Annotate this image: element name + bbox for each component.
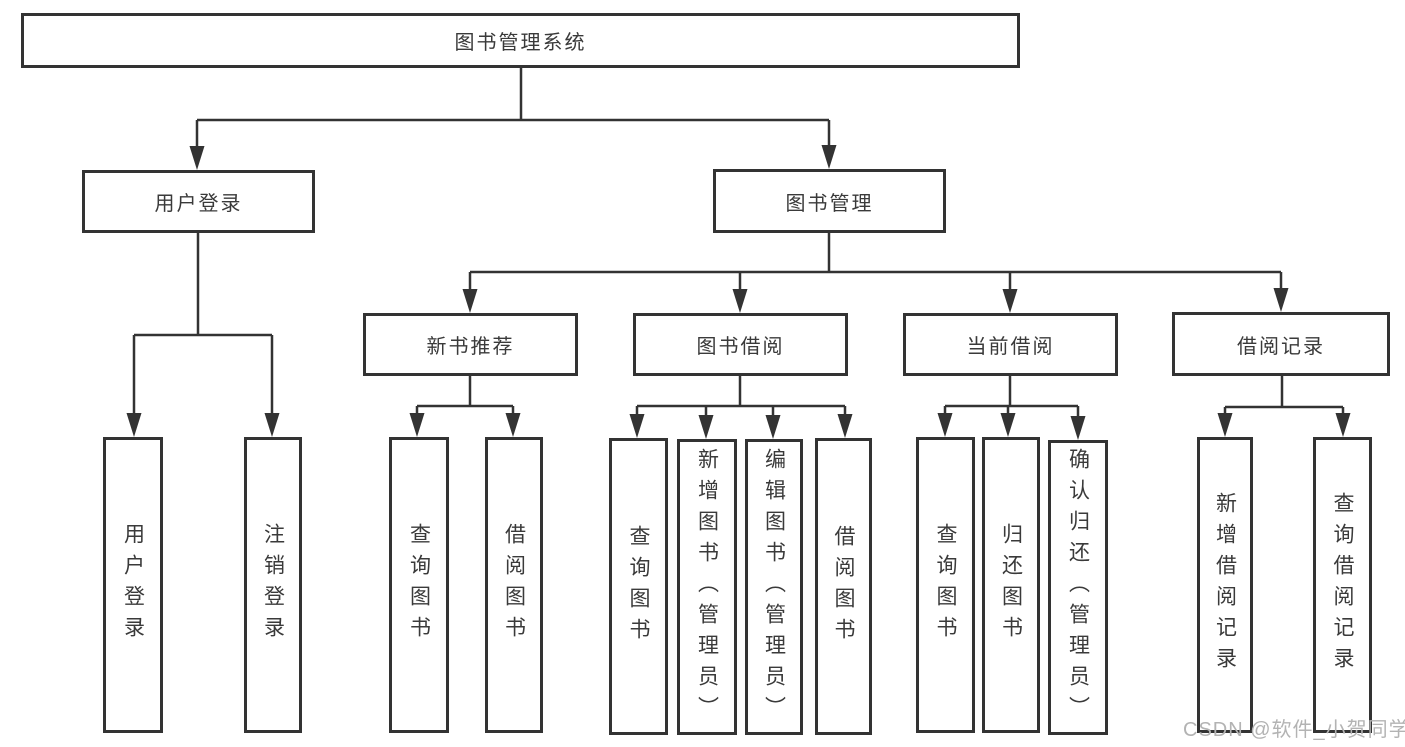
leaf-current-return-books-label: 归还图书 [999,523,1023,647]
leaf-records-query-borrow-record: 查询借阅记录 [1313,437,1372,733]
leaf-current-confirm-return-admin-label: 确认归还（管理员） [1066,448,1090,727]
leaf-records-query-borrow-record-label: 查询借阅记录 [1331,492,1354,678]
node-library-management-system-label: 图书管理系统 [454,32,587,54]
node-borrowing-records-label: 借阅记录 [1237,335,1325,358]
leaf-borrowing-add-books-admin: 新增图书（管理员） [677,439,737,735]
leaf-borrowing-query-books-label: 查询图书 [627,524,650,649]
node-borrowing-records: 借阅记录 [1172,312,1390,376]
node-book-borrowing-label: 图书借阅 [696,336,785,358]
node-book-borrowing: 图书借阅 [633,313,848,376]
node-library-management-system: 图书管理系统 [21,13,1020,68]
leaf-borrowing-edit-books-admin: 编辑图书（管理员） [745,439,803,735]
leaf-records-add-borrow-record: 新增借阅记录 [1197,437,1253,733]
leaf-newrec-query-books-label: 查询图书 [407,523,431,647]
leaf-current-confirm-return-admin: 确认归还（管理员） [1048,440,1108,735]
leaf-borrowing-borrow-books-label: 借阅图书 [832,524,855,649]
node-book-management-module: 图书管理 [713,169,946,233]
leaf-newrec-borrow-books-label: 借阅图书 [502,523,526,647]
leaf-borrowing-borrow-books: 借阅图书 [815,438,872,735]
node-new-book-recommend: 新书推荐 [363,313,578,376]
leaf-user-login-label: 用户登录 [121,523,145,647]
node-user-login-module-label: 用户登录 [154,193,243,215]
leaf-user-login: 用户登录 [103,437,163,733]
leaf-records-add-borrow-record-label: 新增借阅记录 [1213,492,1237,678]
node-user-login-module: 用户登录 [82,170,315,233]
arrowheads [126,145,1351,440]
leaf-current-query-books-label: 查询图书 [934,523,957,647]
leaf-borrowing-add-books-admin-label: 新增图书（管理员） [695,447,719,727]
node-new-book-recommend-label: 新书推荐 [426,336,515,358]
leaf-borrowing-edit-books-admin-label: 编辑图书（管理员） [762,447,786,727]
leaf-current-return-books: 归还图书 [982,437,1040,733]
csdn-watermark: CSDN @软件_小贺同学 [1183,719,1405,741]
leaf-logout: 注销登录 [244,437,302,733]
node-current-borrowing-label: 当前借阅 [966,336,1055,358]
node-book-management-module-label: 图书管理 [785,192,874,215]
leaf-newrec-borrow-books: 借阅图书 [485,437,543,733]
node-current-borrowing: 当前借阅 [903,313,1118,376]
leaf-newrec-query-books: 查询图书 [389,437,449,733]
leaf-borrowing-query-books: 查询图书 [609,438,668,735]
leaf-logout-label: 注销登录 [261,523,285,647]
leaf-current-query-books: 查询图书 [916,437,975,733]
connector-paths [132,68,1345,424]
